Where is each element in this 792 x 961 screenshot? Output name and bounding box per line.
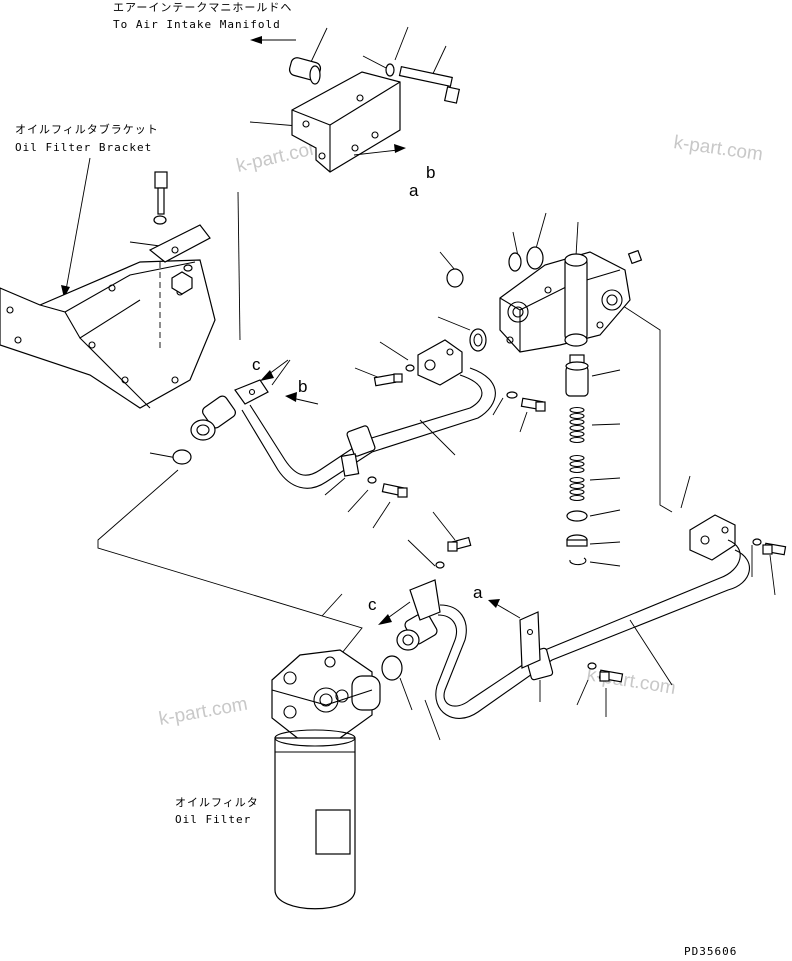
connection-letter-c-left: c <box>252 355 261 374</box>
connection-letter-b-top: b <box>426 163 435 182</box>
watermark-bottom-right: k-part.com <box>585 664 677 699</box>
oil-filter-bracket-label-en: Oil Filter Bracket <box>15 141 152 154</box>
plug-left <box>172 449 192 465</box>
o-ring-2 <box>526 246 544 270</box>
plug-lower <box>381 655 403 681</box>
connection-letter-c-lower: c <box>368 595 377 614</box>
connection-letter-a-top: a <box>409 181 419 200</box>
lower-oil-pipe <box>396 514 750 719</box>
connection-arrows-left <box>260 359 319 405</box>
upper-pipe-bolts <box>367 364 546 498</box>
connection-arrows-lower <box>378 599 521 625</box>
oil-filter-label-jp: オイルフィルタ <box>175 796 259 809</box>
oil-filter <box>271 649 381 910</box>
lower-pipe-bolts <box>435 536 787 683</box>
o-ring-3 <box>446 268 464 288</box>
oil-filter-bracket-label-jp: オイルフィルタブラケット <box>15 122 159 136</box>
watermark-bottom-left: k-part.com <box>157 694 249 730</box>
oil-filter-label-en: Oil Filter <box>175 813 251 826</box>
drawing-number: PD35606 <box>684 945 737 956</box>
top-bolt <box>385 63 461 104</box>
relief-valve-body <box>499 251 631 353</box>
air-intake-label-en: To Air Intake Manifold <box>113 18 281 31</box>
watermark-top-right: k-part.com <box>672 132 764 165</box>
oil-filter-bracket <box>0 259 216 409</box>
air-intake-bracket <box>291 71 406 173</box>
connection-letter-b-left: b <box>298 377 307 396</box>
air-intake-label-jp: エアーインテークマニホールドヘ <box>113 1 292 14</box>
gasket-ring <box>469 328 487 352</box>
valve-internals <box>565 354 589 566</box>
o-ring-1 <box>508 252 522 272</box>
valve-plug <box>627 249 643 265</box>
upper-oil-pipe <box>190 339 496 489</box>
spacer-collar <box>288 57 322 85</box>
bracket-clip <box>148 171 211 352</box>
connection-letter-a-lower: a <box>473 583 483 602</box>
